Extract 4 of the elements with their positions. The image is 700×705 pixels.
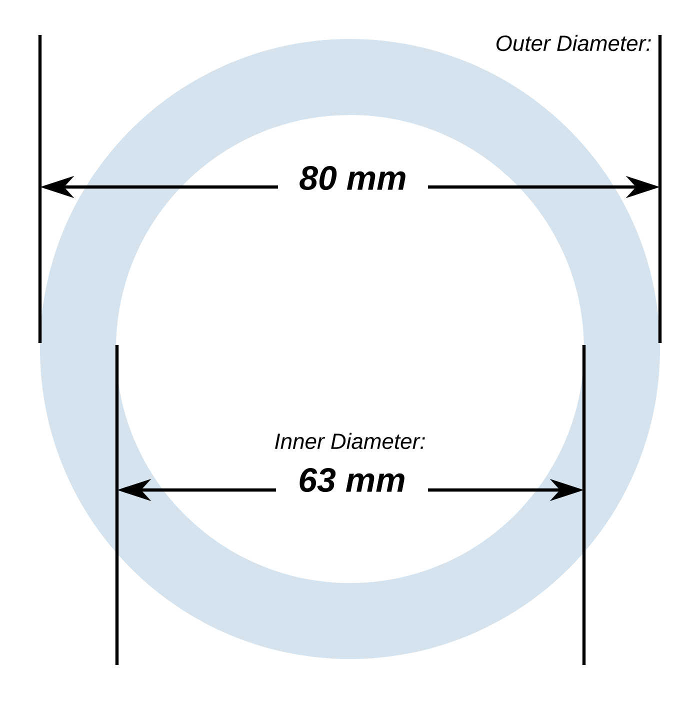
dimension-label: 63 mm — [300, 468, 404, 492]
dimension-label: Inner Diameter: — [275, 432, 425, 450]
dimension-label: Outer Diameter: — [496, 34, 651, 52]
dimension-label: 80 mm — [300, 166, 406, 190]
